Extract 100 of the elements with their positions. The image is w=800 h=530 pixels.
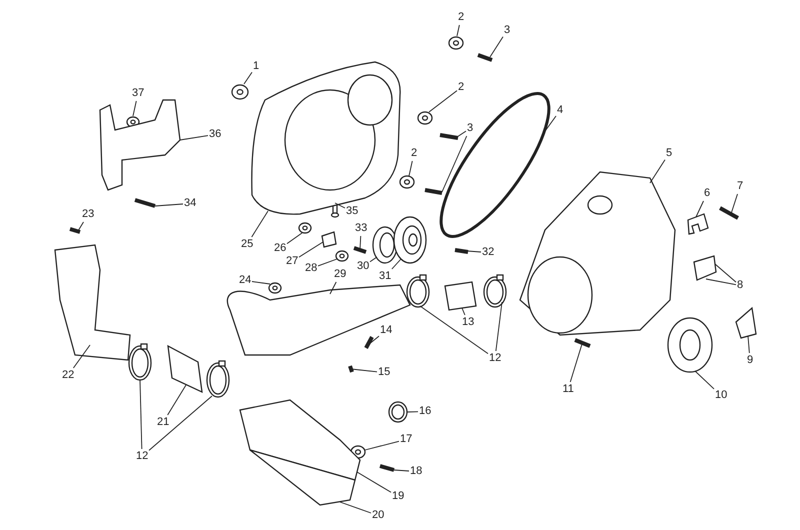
leader-line [694, 370, 714, 390]
callout-number: 5 [666, 147, 672, 160]
leader-line [251, 210, 268, 238]
bolt [719, 206, 739, 220]
leader-line [140, 380, 142, 450]
leader-line [428, 90, 458, 112]
washer [448, 36, 464, 50]
leader-line [442, 136, 468, 192]
leader-line [394, 470, 410, 472]
leader-line [748, 336, 750, 354]
hose-clamp [206, 360, 230, 398]
leader-line [244, 72, 252, 84]
screw [348, 365, 354, 373]
decal [735, 306, 757, 339]
callout-number: 26 [274, 242, 286, 255]
gasket-plate [251, 61, 401, 215]
leader-line [462, 308, 466, 316]
duct [226, 284, 411, 356]
leader-line [406, 411, 418, 412]
callout-number: 10 [715, 389, 728, 402]
air-box [239, 399, 361, 481]
callout-number: 8 [737, 279, 744, 292]
bolt [440, 133, 458, 140]
washer [268, 282, 282, 294]
callout-number: 9 [747, 354, 754, 367]
leader-line [148, 396, 212, 451]
bolt [134, 198, 156, 208]
screw [364, 336, 374, 349]
washer [667, 317, 713, 373]
callout-number: 27 [286, 255, 298, 268]
callout-number: 6 [704, 187, 710, 200]
bolt [353, 246, 367, 254]
bolt [477, 53, 493, 62]
leader-line [356, 472, 392, 493]
leader-line [298, 242, 324, 258]
leader-line [180, 135, 208, 140]
callout-number: 12 [489, 352, 502, 365]
callout-number: 32 [482, 246, 494, 259]
tube [444, 281, 477, 311]
leader-line [318, 258, 338, 266]
leader-line [706, 278, 736, 286]
leader-line [495, 302, 502, 352]
callout-number: 11 [562, 383, 574, 396]
leader-line [340, 502, 372, 514]
washer [335, 250, 349, 262]
callout-number: 16 [419, 405, 432, 418]
leader-line [360, 236, 362, 250]
leader-line [408, 160, 413, 176]
leader-line [330, 282, 337, 294]
cover-plate [249, 449, 356, 506]
callout-number: 2 [458, 11, 464, 24]
leader-line [364, 440, 400, 450]
callout-number: 25 [241, 238, 254, 251]
leader-line [368, 336, 380, 346]
leader-line [334, 202, 346, 208]
bolt [379, 464, 395, 472]
callout-number: 23 [82, 208, 94, 221]
callout-number: 4 [557, 104, 564, 117]
callout-number: 33 [355, 222, 368, 235]
callout-number: 20 [372, 509, 384, 522]
tube [167, 344, 203, 393]
bolt [424, 188, 442, 195]
callout-number: 15 [378, 366, 390, 379]
screw [574, 338, 591, 348]
callout-number: 18 [410, 465, 422, 478]
hose-clamp [406, 274, 430, 308]
callout-number: 30 [357, 260, 370, 273]
callout-number: 2 [458, 81, 464, 94]
leader-line [420, 306, 488, 354]
leader-line [730, 194, 738, 214]
leader-line [286, 232, 302, 244]
callout-number: 35 [346, 205, 358, 218]
callout-number: 1 [253, 60, 260, 73]
washer [231, 84, 249, 100]
callout-number: 17 [400, 433, 412, 446]
washer [399, 175, 415, 189]
leader-line [350, 368, 378, 372]
bracket [321, 231, 337, 248]
callout-number: 7 [737, 180, 744, 193]
callout-number: 24 [239, 274, 252, 287]
screw [69, 227, 81, 234]
leader-line [456, 130, 466, 138]
pulley [393, 216, 427, 264]
washer [298, 222, 312, 234]
leader-line [167, 384, 186, 416]
leader-line [570, 344, 582, 382]
leader-line [132, 100, 137, 116]
clip [687, 213, 709, 235]
leader-line [490, 36, 504, 58]
hose-clamp [483, 274, 507, 308]
leader-line [456, 24, 460, 36]
callout-number: 3 [467, 122, 474, 135]
callout-number: 36 [209, 128, 222, 141]
leader-line [391, 258, 402, 270]
callout-number: 2 [411, 147, 418, 160]
leader-line [650, 159, 666, 184]
callout-number: 28 [305, 262, 318, 275]
screw [454, 248, 468, 254]
callout-number: 12 [136, 450, 148, 463]
callout-number: 19 [392, 490, 404, 503]
